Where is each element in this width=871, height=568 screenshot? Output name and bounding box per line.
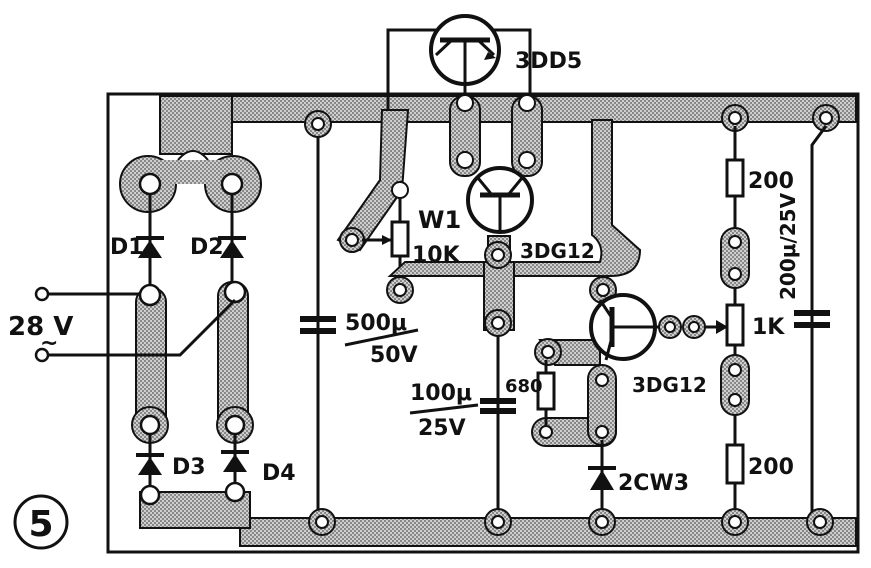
- cap2-voltage-label: 25V: [418, 416, 466, 441]
- diode-d3: [136, 435, 164, 486]
- d3-label: D3: [172, 455, 206, 480]
- res-top-label: 200: [748, 169, 794, 194]
- resistor-680-zener-traces: [531, 360, 617, 536]
- cap2-value-label: 100μ: [410, 381, 472, 406]
- d2-label: D2: [190, 235, 224, 260]
- diode-d2: [218, 194, 246, 282]
- cap3-label: 200μ/25V: [776, 192, 800, 300]
- resistor-chain: [720, 104, 750, 536]
- d4-label: D4: [262, 461, 296, 486]
- input-terminal-top[interactable]: [34, 286, 50, 302]
- transistor-top-label: 3DD5: [515, 49, 582, 74]
- res-bottom-label: 200: [748, 455, 794, 480]
- rectifier-column-traces: [131, 280, 254, 506]
- w1-label: W1: [418, 206, 461, 234]
- figure-number-circle: [13, 494, 69, 550]
- diode-d1: [136, 194, 164, 285]
- transistor-3dg12-low: [534, 293, 728, 366]
- pot-value-label: 10K: [412, 243, 461, 268]
- transistor-3dd5: [386, 14, 532, 110]
- res-680-label: 680: [505, 376, 543, 397]
- pot-w1: [336, 109, 410, 280]
- ac-input-wires: [34, 286, 237, 363]
- capacitor-500u: [300, 110, 419, 536]
- rectifier-top-pads: [118, 150, 263, 213]
- transistor-mid-label: 3DG12: [520, 239, 595, 263]
- figure-number: 5: [28, 504, 53, 545]
- driver-traces: [449, 94, 543, 177]
- zener-label: 2CW3: [618, 471, 689, 496]
- transistor-3dg12-mid: [466, 166, 534, 234]
- input-tilde-label: ~: [40, 331, 58, 356]
- res-1k-label: 1K: [752, 315, 785, 340]
- capacitor-200u: [794, 104, 840, 536]
- diode-d4: [221, 435, 249, 483]
- input-voltage-label: 28 V: [8, 312, 73, 342]
- cap1-value-label: 500μ: [345, 311, 407, 336]
- center-bus-trace: [386, 119, 642, 337]
- transistor-low-label: 3DG12: [632, 373, 707, 397]
- d1-label: D1: [110, 235, 144, 260]
- capacitor-100u: [409, 336, 516, 536]
- cap1-voltage-label: 50V: [370, 343, 418, 368]
- top-rail-trace: [159, 95, 857, 155]
